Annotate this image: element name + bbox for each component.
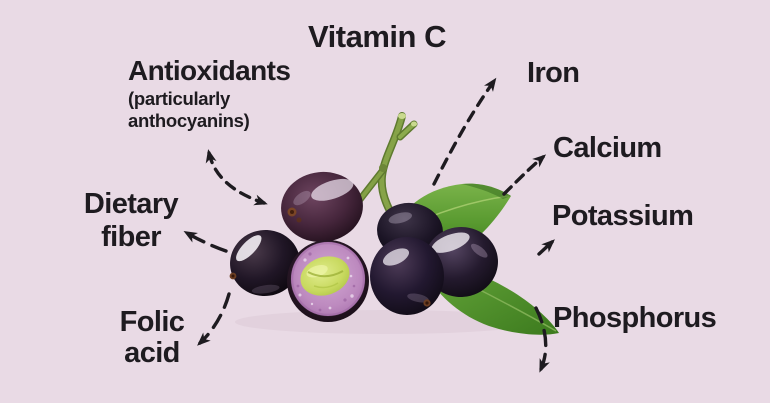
antioxidants-label-main: Antioxidants [128, 55, 291, 86]
calcium-label: Calcium [553, 132, 662, 164]
berries [229, 171, 498, 322]
dietary-fiber-label: Dietary fiber [58, 188, 204, 254]
antioxidants-label: Antioxidants (particularly anthocyanins) [128, 55, 291, 131]
antioxidants-label-sub1: (particularly [128, 88, 230, 110]
dietary-fiber-arrow [183, 230, 228, 253]
folic-acid-label: Folic acid [79, 306, 225, 370]
halved-berry [287, 240, 369, 322]
phosphorus-arrow [534, 306, 550, 373]
potassium-arrow [537, 239, 555, 256]
phosphorus-label: Phosphorus [553, 302, 717, 334]
page-title: Vitamin C [308, 19, 446, 54]
antioxidants-arrow [205, 149, 268, 206]
iron-label: Iron [527, 57, 580, 89]
folic-acid-arrow [197, 292, 231, 346]
potassium-label: Potassium [552, 200, 694, 232]
calcium-arrow [502, 154, 547, 196]
folic-acid-line2: acid [124, 337, 180, 370]
iron-arrow [432, 77, 497, 186]
dietary-fiber-line2: fiber [101, 221, 161, 254]
dietary-fiber-line1: Dietary [83, 188, 179, 220]
folic-acid-line1: Folic [119, 306, 185, 338]
antioxidants-label-sub2: anthocyanins) [128, 109, 250, 131]
